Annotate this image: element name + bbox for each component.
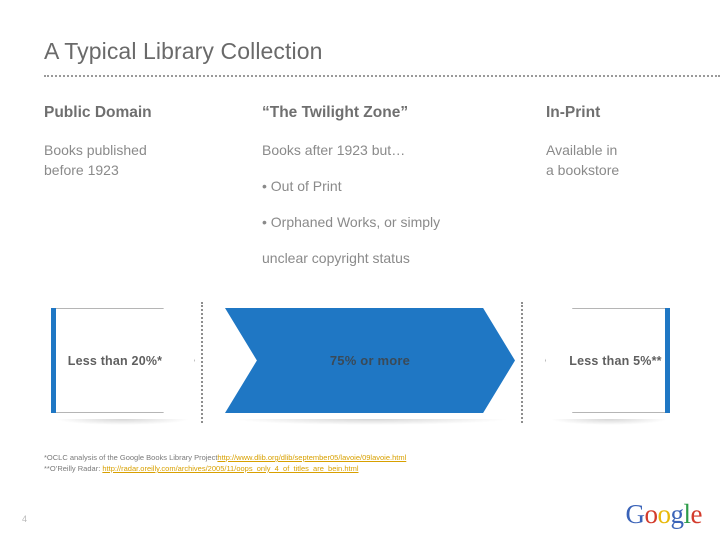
logo-letter: o	[657, 499, 672, 529]
chevron-public-domain[interactable]: Less than 20%*	[51, 308, 195, 413]
footnote-link[interactable]: http://www.dlib.org/dlib/september05/lav…	[217, 453, 407, 462]
chevron-label: Less than 20%*	[67, 353, 163, 368]
column-divider-right	[521, 302, 523, 423]
logo-letter: G	[625, 499, 646, 529]
chevron-in-print[interactable]: Less than 5%**	[545, 308, 670, 413]
chevron-twilight-zone[interactable]: 75% or more	[225, 308, 515, 413]
bullet-item: • Orphaned Works, or simply	[262, 214, 441, 230]
chevron-band: Less than 20%* 75% or more Less than 5%*…	[0, 300, 720, 425]
logo-letter: e	[690, 499, 703, 529]
logo-letter: l	[683, 499, 692, 529]
chevron-shadow	[55, 419, 190, 425]
footnote-1: *OCLC analysis of the Google Books Libra…	[44, 452, 406, 463]
bullet-item-continuation: unclear copyright status	[262, 250, 410, 266]
page-title: A Typical Library Collection	[44, 38, 323, 64]
title-divider	[44, 75, 720, 77]
google-logo: Google	[626, 501, 703, 528]
body-line: a bookstore	[546, 162, 620, 178]
footnote-marker: *	[44, 453, 47, 462]
footnote-text: OCLC analysis of the Google Books Librar…	[46, 453, 218, 462]
footnote-marker: **	[44, 464, 50, 473]
logo-letter: o	[644, 499, 659, 529]
footnote-2: **O’Reilly Radar: http://radar.oreilly.c…	[44, 463, 406, 474]
chevron-shadow	[550, 419, 668, 425]
chevron-label: 75% or more	[329, 353, 411, 368]
body-line: Available in	[546, 142, 618, 158]
footnote-text: O’Reilly Radar:	[49, 464, 103, 473]
column-body: Available in a bookstore	[546, 140, 711, 180]
chevron-shadow	[232, 419, 510, 425]
column-divider-left	[201, 302, 203, 423]
column-body: Books published before 1923	[44, 140, 234, 180]
chevron-label: Less than 5%**	[569, 353, 662, 368]
footnote-link[interactable]: http://radar.oreilly.com/archives/2005/1…	[102, 464, 359, 473]
chevron-accent-bar	[665, 308, 670, 413]
column-twilight-zone: “The Twilight Zone” Books after 1923 but…	[262, 104, 512, 268]
bullet-item: • Out of Print	[262, 178, 342, 194]
column-heading: “The Twilight Zone”	[262, 104, 409, 121]
page-number: 4	[22, 514, 28, 524]
body-line: before 1923	[44, 162, 119, 178]
column-heading: Public Domain	[44, 104, 152, 121]
chevron-shape	[51, 308, 195, 413]
footnotes: *OCLC analysis of the Google Books Libra…	[44, 452, 406, 474]
chevron-shape	[225, 308, 515, 413]
column-heading: In-Print	[546, 104, 601, 121]
body-line: Books after 1923 but…	[262, 142, 406, 158]
column-body: Books after 1923 but… • Out of Print • O…	[262, 140, 512, 268]
chevron-accent-bar	[51, 308, 56, 413]
column-in-print: In-Print Available in a bookstore	[546, 104, 711, 180]
column-public-domain: Public Domain Books published before 192…	[44, 104, 234, 180]
body-line: Books published	[44, 142, 147, 158]
logo-letter: g	[670, 499, 685, 529]
